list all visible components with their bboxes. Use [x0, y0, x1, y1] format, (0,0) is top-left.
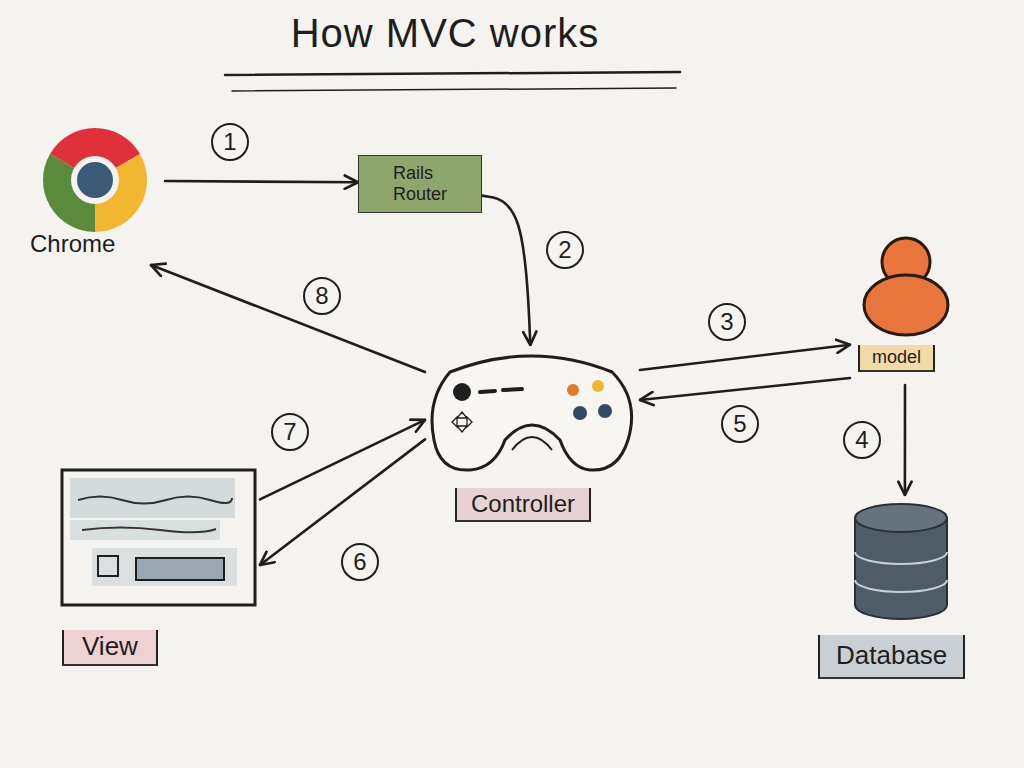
view-window: [62, 470, 255, 605]
step-circle: 8: [303, 277, 341, 315]
database-top: [855, 504, 947, 532]
gamepad-body: [432, 356, 632, 470]
database-body: [855, 518, 947, 619]
view-line: [78, 497, 232, 504]
gamepad-button: [573, 406, 587, 420]
node-label: Chrome: [30, 230, 115, 258]
gamepad-dpad: [452, 412, 472, 432]
icon-ring: [71, 156, 119, 204]
flow-arrow: [904, 385, 907, 495]
database-node: Database: [812, 495, 996, 690]
chrome-icon: [43, 128, 147, 232]
node-label: Controller: [455, 488, 591, 522]
diagram-title: How MVC works: [0, 10, 890, 56]
flow-arrow: [640, 345, 850, 370]
step-circle: 2: [546, 231, 584, 269]
box-text: Rails Router: [393, 163, 447, 204]
gamepad-button: [567, 384, 579, 396]
step-number: 5: [733, 412, 746, 436]
gamepad-dashes: [480, 389, 522, 392]
browser-node: Chrome: [25, 125, 165, 265]
step-number: 6: [353, 550, 366, 574]
controller-node: Controller: [425, 345, 640, 530]
node-label: View: [62, 630, 158, 666]
view-band: [70, 520, 220, 540]
view-band: [70, 478, 235, 518]
gamepad-button: [598, 404, 612, 418]
model-blob: [864, 275, 948, 335]
step-number: 1: [223, 130, 236, 154]
icon-center: [77, 162, 113, 198]
flow-arrow: [260, 439, 425, 565]
view-input: [136, 558, 224, 580]
view-line: [82, 528, 216, 533]
step-circle: 5: [721, 405, 759, 443]
step-number: 8: [315, 284, 328, 308]
view-band: [92, 548, 237, 586]
flow-arrow: [260, 420, 425, 500]
step-number: 3: [720, 310, 733, 334]
database-band: [855, 552, 947, 592]
flow-arrow: [165, 181, 358, 182]
view-checkbox: [98, 556, 118, 576]
flow-arrow: [151, 265, 425, 372]
step-circle: 6: [341, 543, 379, 581]
database-icon: [855, 504, 947, 619]
gamepad-button: [592, 380, 604, 392]
step-circle: 1: [211, 123, 249, 161]
step-number: 7: [283, 420, 296, 444]
router-box: Rails Router: [358, 155, 482, 213]
view-icon: [62, 470, 255, 605]
flow-arrow: [482, 196, 530, 345]
view-node: View: [55, 462, 260, 670]
title-underline: [225, 72, 680, 75]
flow-arrow: [640, 378, 850, 400]
step-circle: 7: [271, 413, 309, 451]
gamepad-curve: [512, 437, 552, 450]
gamepad-button: [453, 383, 471, 401]
step-circle: 3: [708, 303, 746, 341]
node-label: model: [858, 345, 935, 372]
model-icon: [864, 238, 948, 335]
model-node: model: [850, 230, 960, 385]
step-number: 2: [558, 238, 571, 262]
node-label: Database: [818, 635, 965, 679]
step-number: 4: [855, 428, 868, 452]
step-circle: 4: [843, 421, 881, 459]
title-underline: [232, 88, 676, 91]
gamepad-icon: [432, 356, 632, 470]
